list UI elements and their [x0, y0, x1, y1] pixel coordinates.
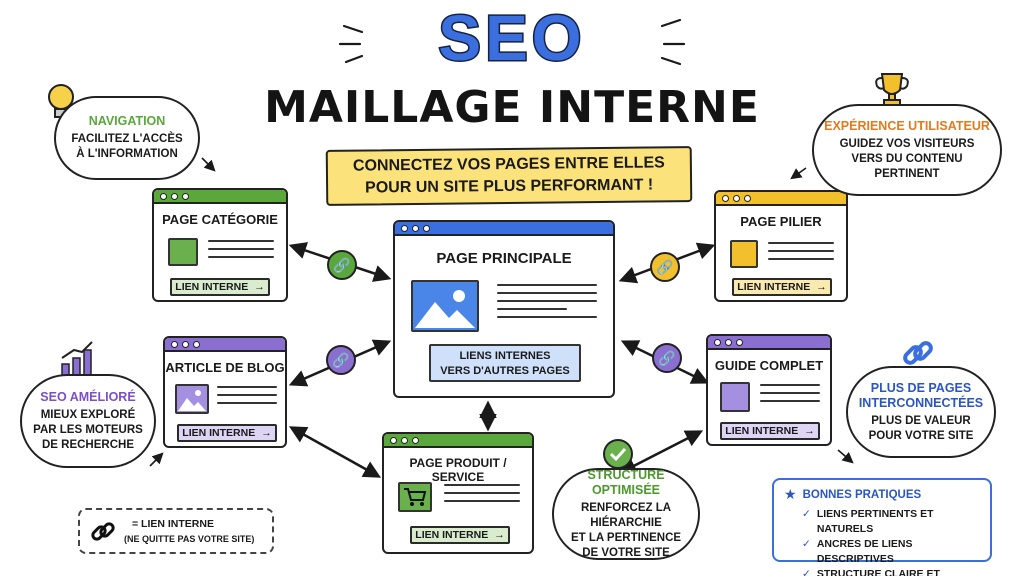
structure-title: STRUCTURE OPTIMISÉE [587, 467, 665, 497]
star-icon: ★ [784, 486, 797, 502]
bonnes-pratiques-header: ★ BONNES PRATIQUES [784, 486, 980, 503]
title-maillage-interne: MAILLAGE INTERNE [264, 82, 760, 133]
page-principale-title: PAGE PRINCIPALE [436, 250, 572, 267]
cloud-structure-optimisee: STRUCTURE OPTIMISÉE RENFORCEZ LA HIÉRARC… [552, 468, 700, 560]
list-item: ✓LIENS PERTINENTS ET NATURELS [802, 508, 934, 535]
checkmark-icon: ✓ [802, 568, 811, 576]
guide-complet-card: GUIDE COMPLET LIEN INTERNE→ [706, 334, 832, 446]
chain-link-icon [90, 518, 118, 546]
lien-interne-button[interactable]: LIEN INTERNE→ [170, 278, 270, 296]
list-item: ✓STRUCTURE CLAIRE ET LOGIQUE [802, 567, 980, 576]
cloud-plus-de-pages: PLUS DE PAGES INTERCONNECTÉES PLUS DE VA… [846, 366, 996, 458]
legend-line-1: = LIEN INTERNE [132, 518, 214, 530]
window-bar [384, 434, 532, 448]
window-bar [165, 338, 285, 352]
lien-interne-button[interactable]: LIEN INTERNE→ [177, 424, 277, 442]
thumbnail [720, 382, 750, 412]
arrow-blog-produit [288, 426, 382, 478]
lien-interne-button[interactable]: LIEN INTERNE→ [720, 422, 820, 440]
banner-line-1: CONNECTEZ VOS PAGES ENTRE ELLES [352, 154, 665, 175]
window-bar [708, 336, 830, 350]
page-produit-title: PAGE PRODUIT / SERVICE [409, 456, 507, 484]
arrow-right-icon: → [254, 281, 265, 293]
pointer-navigation [201, 157, 216, 172]
pointer-plus [837, 449, 854, 464]
thumbnail [168, 238, 198, 266]
arrow-right-icon: → [816, 281, 827, 293]
chain-link-icon: 🔗 [652, 343, 682, 373]
chain-link-icon: 🔗 [327, 250, 357, 280]
bonnes-pratiques-title: BONNES PRATIQUES [802, 488, 922, 501]
bar-chart-icon [58, 340, 98, 380]
page-pilier-title: PAGE PILIER [740, 214, 822, 229]
lien-interne-button[interactable]: LIEN INTERNE→ [732, 278, 832, 296]
tagline-banner: CONNECTEZ VOS PAGES ENTRE ELLES POUR UN … [325, 146, 693, 206]
cart-icon [398, 482, 432, 512]
window-bar [395, 222, 613, 236]
page-pilier-card: PAGE PILIER LIEN INTERNE→ [714, 190, 848, 302]
experience-title: EXPÉRIENCE UTILISATEUR [824, 118, 990, 133]
article-blog-card: ARTICLE DE BLOG LIEN INTERNE→ [163, 336, 287, 448]
title-seo: SEO [437, 1, 586, 76]
seo-ameliore-title: SEO AMÉLIORÉ [40, 389, 136, 404]
plus-pages-title-2: INTERCONNECTÉES [858, 395, 984, 410]
arrow-right-icon: → [804, 425, 815, 437]
page-principale-card: PAGE PRINCIPALE LIENS INTERNES VERS D'AU… [393, 220, 615, 398]
guide-complet-title: GUIDE COMPLET [714, 358, 824, 373]
banner-line-2: POUR UN SITE PLUS PERFORMANT ! [365, 176, 654, 197]
article-blog-title: ARTICLE DE BLOG [165, 360, 285, 375]
checkmark-icon [602, 438, 634, 470]
lien-interne-button[interactable]: LIEN INTERNE→ [410, 526, 510, 544]
page-produit-card: PAGE PRODUIT / SERVICE LIEN INTERNE→ [382, 432, 534, 554]
cloud-navigation: NAVIGATION FACILITEZ L'ACCÈS À L'INFORMA… [54, 96, 200, 180]
chain-link-icon: 🔗 [326, 345, 356, 375]
chain-link-icon [900, 336, 936, 372]
pointer-experience [790, 167, 807, 180]
list-item: ✓ANCRES DE LIENS DESCRIPTIVES [802, 538, 913, 565]
window-bar [154, 190, 286, 204]
arrow-right-icon: → [494, 529, 505, 541]
cloud-seo-ameliore: SEO AMÉLIORÉ MIEUX EXPLORÉ PAR LES MOTEU… [20, 374, 156, 468]
trophy-icon [872, 70, 912, 110]
arrow-right-icon: → [261, 427, 272, 439]
image-icon [411, 280, 479, 332]
liens-internes-box: LIENS INTERNES VERS D'AUTRES PAGES [429, 344, 581, 382]
arrow-guide-produit [618, 430, 704, 474]
checkmark-icon: ✓ [802, 538, 811, 550]
sparkle-lines [338, 18, 686, 66]
page-categorie-title: PAGE CATÉGORIE [162, 212, 278, 227]
legend-box: = LIEN INTERNE (NE QUITTE PAS VOTRE SITE… [78, 508, 274, 554]
thumbnail [730, 240, 758, 268]
checkmark-icon: ✓ [802, 508, 811, 520]
legend-line-2: (NE QUITTE PAS VOTRE SITE) [124, 534, 255, 544]
cloud-experience-utilisateur: EXPÉRIENCE UTILISATEUR GUIDEZ VOS VISITE… [812, 104, 1002, 196]
bonnes-pratiques-box: ★ BONNES PRATIQUES ✓LIENS PERTINENTS ET … [772, 478, 992, 576]
navigation-title: NAVIGATION [88, 114, 166, 128]
plus-pages-title-1: PLUS DE PAGES [870, 380, 972, 395]
page-categorie-card: PAGE CATÉGORIE LIEN INTERNE→ [152, 188, 288, 302]
image-icon [175, 384, 209, 414]
chain-link-icon: 🔗 [650, 252, 680, 282]
pointer-seo [149, 452, 164, 467]
window-bar [716, 192, 846, 206]
